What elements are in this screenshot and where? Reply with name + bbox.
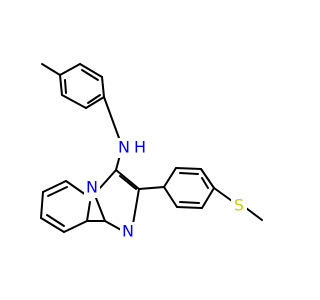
bond-c2-n1 (132, 188, 140, 225)
atom-label-nh: N H (114, 138, 150, 158)
atom-label-n-ring-bridge: N (84, 178, 100, 198)
bond-methyl-tolyl (41, 63, 61, 76)
bond-tolyl-in-a (64, 79, 67, 94)
atom-s-thioether: S (234, 196, 244, 215)
bond-ar-1 (163, 167, 177, 188)
bond-ar-in-b (179, 201, 200, 204)
bond-ar-4 (201, 187, 215, 209)
bond-tolyl-5 (79, 63, 103, 78)
atom-n-bridgehead: N (86, 178, 98, 197)
bond-pyr-in-a (47, 186, 68, 197)
bond-ar-6 (163, 186, 178, 208)
bond-c3-c2 (115, 169, 140, 190)
molecule-diagram: N H N N S (40, 63, 263, 242)
bond-tolyl-in-b (87, 94, 101, 104)
atom-h-amine: H (134, 138, 146, 157)
bond-ar-3 (200, 168, 215, 189)
bond-tolyl-1 (59, 74, 63, 96)
bond-lines (40, 63, 263, 233)
bond-tolyl-3 (85, 96, 105, 109)
atom-label-sulfur: S (231, 196, 247, 216)
bond-tolyl-nh (103, 96, 120, 139)
bond-c6-c7 (40, 191, 44, 219)
atom-label-n-ring-imine: N (120, 222, 136, 242)
bond-pyr-in-b (46, 214, 65, 227)
bond-c2-aryl (138, 186, 165, 190)
bond-tolyl-6 (59, 63, 81, 76)
bond-n4-c5 (65, 180, 87, 196)
bond-ar-5 (176, 206, 203, 209)
bond-ar-s (213, 187, 233, 202)
bond-c5-c6 (42, 180, 67, 193)
bond-c8a-n4 (95, 197, 106, 222)
bond-ar-in-c (201, 177, 209, 189)
bond-ar-in-a (179, 172, 199, 175)
bond-tolyl-4 (101, 76, 105, 98)
bond-tolyl-in-c (81, 69, 99, 81)
atom-n-amine: N (118, 138, 130, 157)
bond-c3-c2-in (119, 175, 137, 190)
bond-s-me (245, 207, 263, 221)
bond-c8-c8a (63, 220, 88, 233)
bond-tolyl-2 (61, 94, 87, 109)
bond-c7-c8 (40, 217, 65, 233)
atom-n-imine: N (122, 222, 134, 241)
bond-c3-n4 (99, 169, 117, 189)
bond-pyr-in-c (86, 201, 91, 222)
bond-ar-2 (175, 167, 202, 170)
